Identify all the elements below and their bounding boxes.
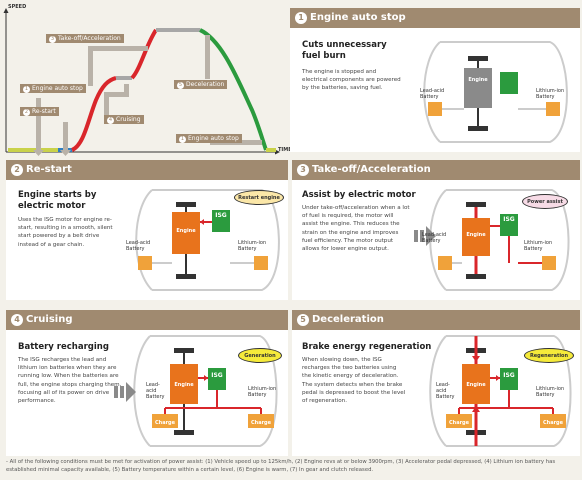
step-number: 5 xyxy=(177,82,184,89)
lead-acid-battery-label: Lead-acid Battery xyxy=(422,232,447,244)
footnote: - All of the following conditions must b… xyxy=(6,459,556,473)
lithium-ion-battery-label: Lithium-ion Battery xyxy=(524,240,553,252)
panel-number: 2 xyxy=(11,164,23,176)
step-label: Cruising xyxy=(116,116,141,123)
car-diagram xyxy=(114,335,278,447)
panel-header-label: Cruising xyxy=(26,314,73,325)
panel-body: The ISG recharges the lead and lithium i… xyxy=(18,357,122,405)
generation-bubble: Generation xyxy=(238,348,282,363)
panel-body: Uses the ISG motor for engine re-start, … xyxy=(18,217,113,248)
panel-title: Engine starts by electric motor xyxy=(18,190,97,211)
power-assist-bubble: Power assist xyxy=(522,194,568,209)
lithium-ion-battery-label: Lithium-ion Battery xyxy=(248,386,277,398)
time-axis-label: TIME xyxy=(278,147,292,153)
panel-title: Assist by electric motor xyxy=(302,190,416,200)
step-label: Take-off/Acceleration xyxy=(58,35,121,42)
lead-acid-battery-label: Lead-acid Battery xyxy=(420,88,445,100)
lithium-ion-battery-label: Lithium-ion Battery xyxy=(536,88,565,100)
car-diagram xyxy=(135,189,280,291)
panel-header-label: Take-off/Acceleration xyxy=(312,164,431,175)
panel-body: Under take-off/acceleration when a lot o… xyxy=(302,205,410,253)
step-label: Engine auto stop xyxy=(32,85,83,92)
charge-box-lead: Charge xyxy=(448,420,470,426)
isg-box: ISG xyxy=(503,216,515,223)
isg-box: ISG xyxy=(503,372,515,379)
panel-number: 3 xyxy=(297,164,309,176)
engine-box: Engine xyxy=(176,228,196,234)
step-number: 2 xyxy=(23,109,30,116)
panel-number: 4 xyxy=(11,314,23,326)
car-diagram xyxy=(414,189,570,291)
engine-box: Engine xyxy=(466,232,486,238)
step-label: Re-start xyxy=(32,108,56,115)
panel-body: When slowing down, the ISG recharges the… xyxy=(302,357,406,405)
panel-title: Brake energy regeneration xyxy=(302,342,432,352)
isg-box: ISG xyxy=(503,67,515,74)
lead-acid-battery-label: Lead-acid Battery xyxy=(436,382,455,400)
charge-box-lithium: Charge xyxy=(542,420,564,426)
panel-body: The engine is stopped and electrical com… xyxy=(302,69,401,92)
speed-axis-label: SPEED xyxy=(8,4,27,10)
panel-header-label: Engine auto stop xyxy=(310,12,406,23)
lithium-ion-battery-label: Lithium-ion Battery xyxy=(238,240,267,252)
car-diagram xyxy=(429,335,572,447)
panel-number: 5 xyxy=(297,314,309,326)
car-diagram xyxy=(423,41,568,143)
panel-title: Cuts unnecessary fuel burn xyxy=(302,40,387,61)
isg-box: ISG xyxy=(211,372,223,379)
isg-box: ISG xyxy=(215,212,227,219)
restart-engine-bubble: Restart engine xyxy=(234,190,284,205)
step-number: 4 xyxy=(107,117,114,124)
step-label: Deceleration xyxy=(186,81,225,88)
panel-number: 1 xyxy=(295,12,307,24)
step-number: 3 xyxy=(49,36,56,43)
charge-box-lithium: Charge xyxy=(250,420,272,426)
engine-box: Engine xyxy=(466,382,486,388)
panel-header-label: Deceleration xyxy=(312,314,384,325)
lead-acid-battery-label: Lead-acid Battery xyxy=(126,240,151,252)
panel-header-label: Re-start xyxy=(26,164,72,175)
regeneration-bubble: Regeneration xyxy=(524,348,574,363)
charge-box-lead: Charge xyxy=(154,420,176,426)
lead-acid-battery-label: Lead-acid Battery xyxy=(146,382,165,400)
speed-chart-graphic xyxy=(3,8,280,156)
engine-box: Engine xyxy=(174,382,194,388)
lithium-ion-battery-label: Lithium-ion Battery xyxy=(536,386,565,398)
step-number: 1 xyxy=(23,86,30,93)
step-number: 1 xyxy=(179,136,186,143)
step-label: Engine auto stop xyxy=(188,135,239,142)
engine-box: Engine xyxy=(468,77,488,83)
panel-title: Battery recharging xyxy=(18,342,109,352)
